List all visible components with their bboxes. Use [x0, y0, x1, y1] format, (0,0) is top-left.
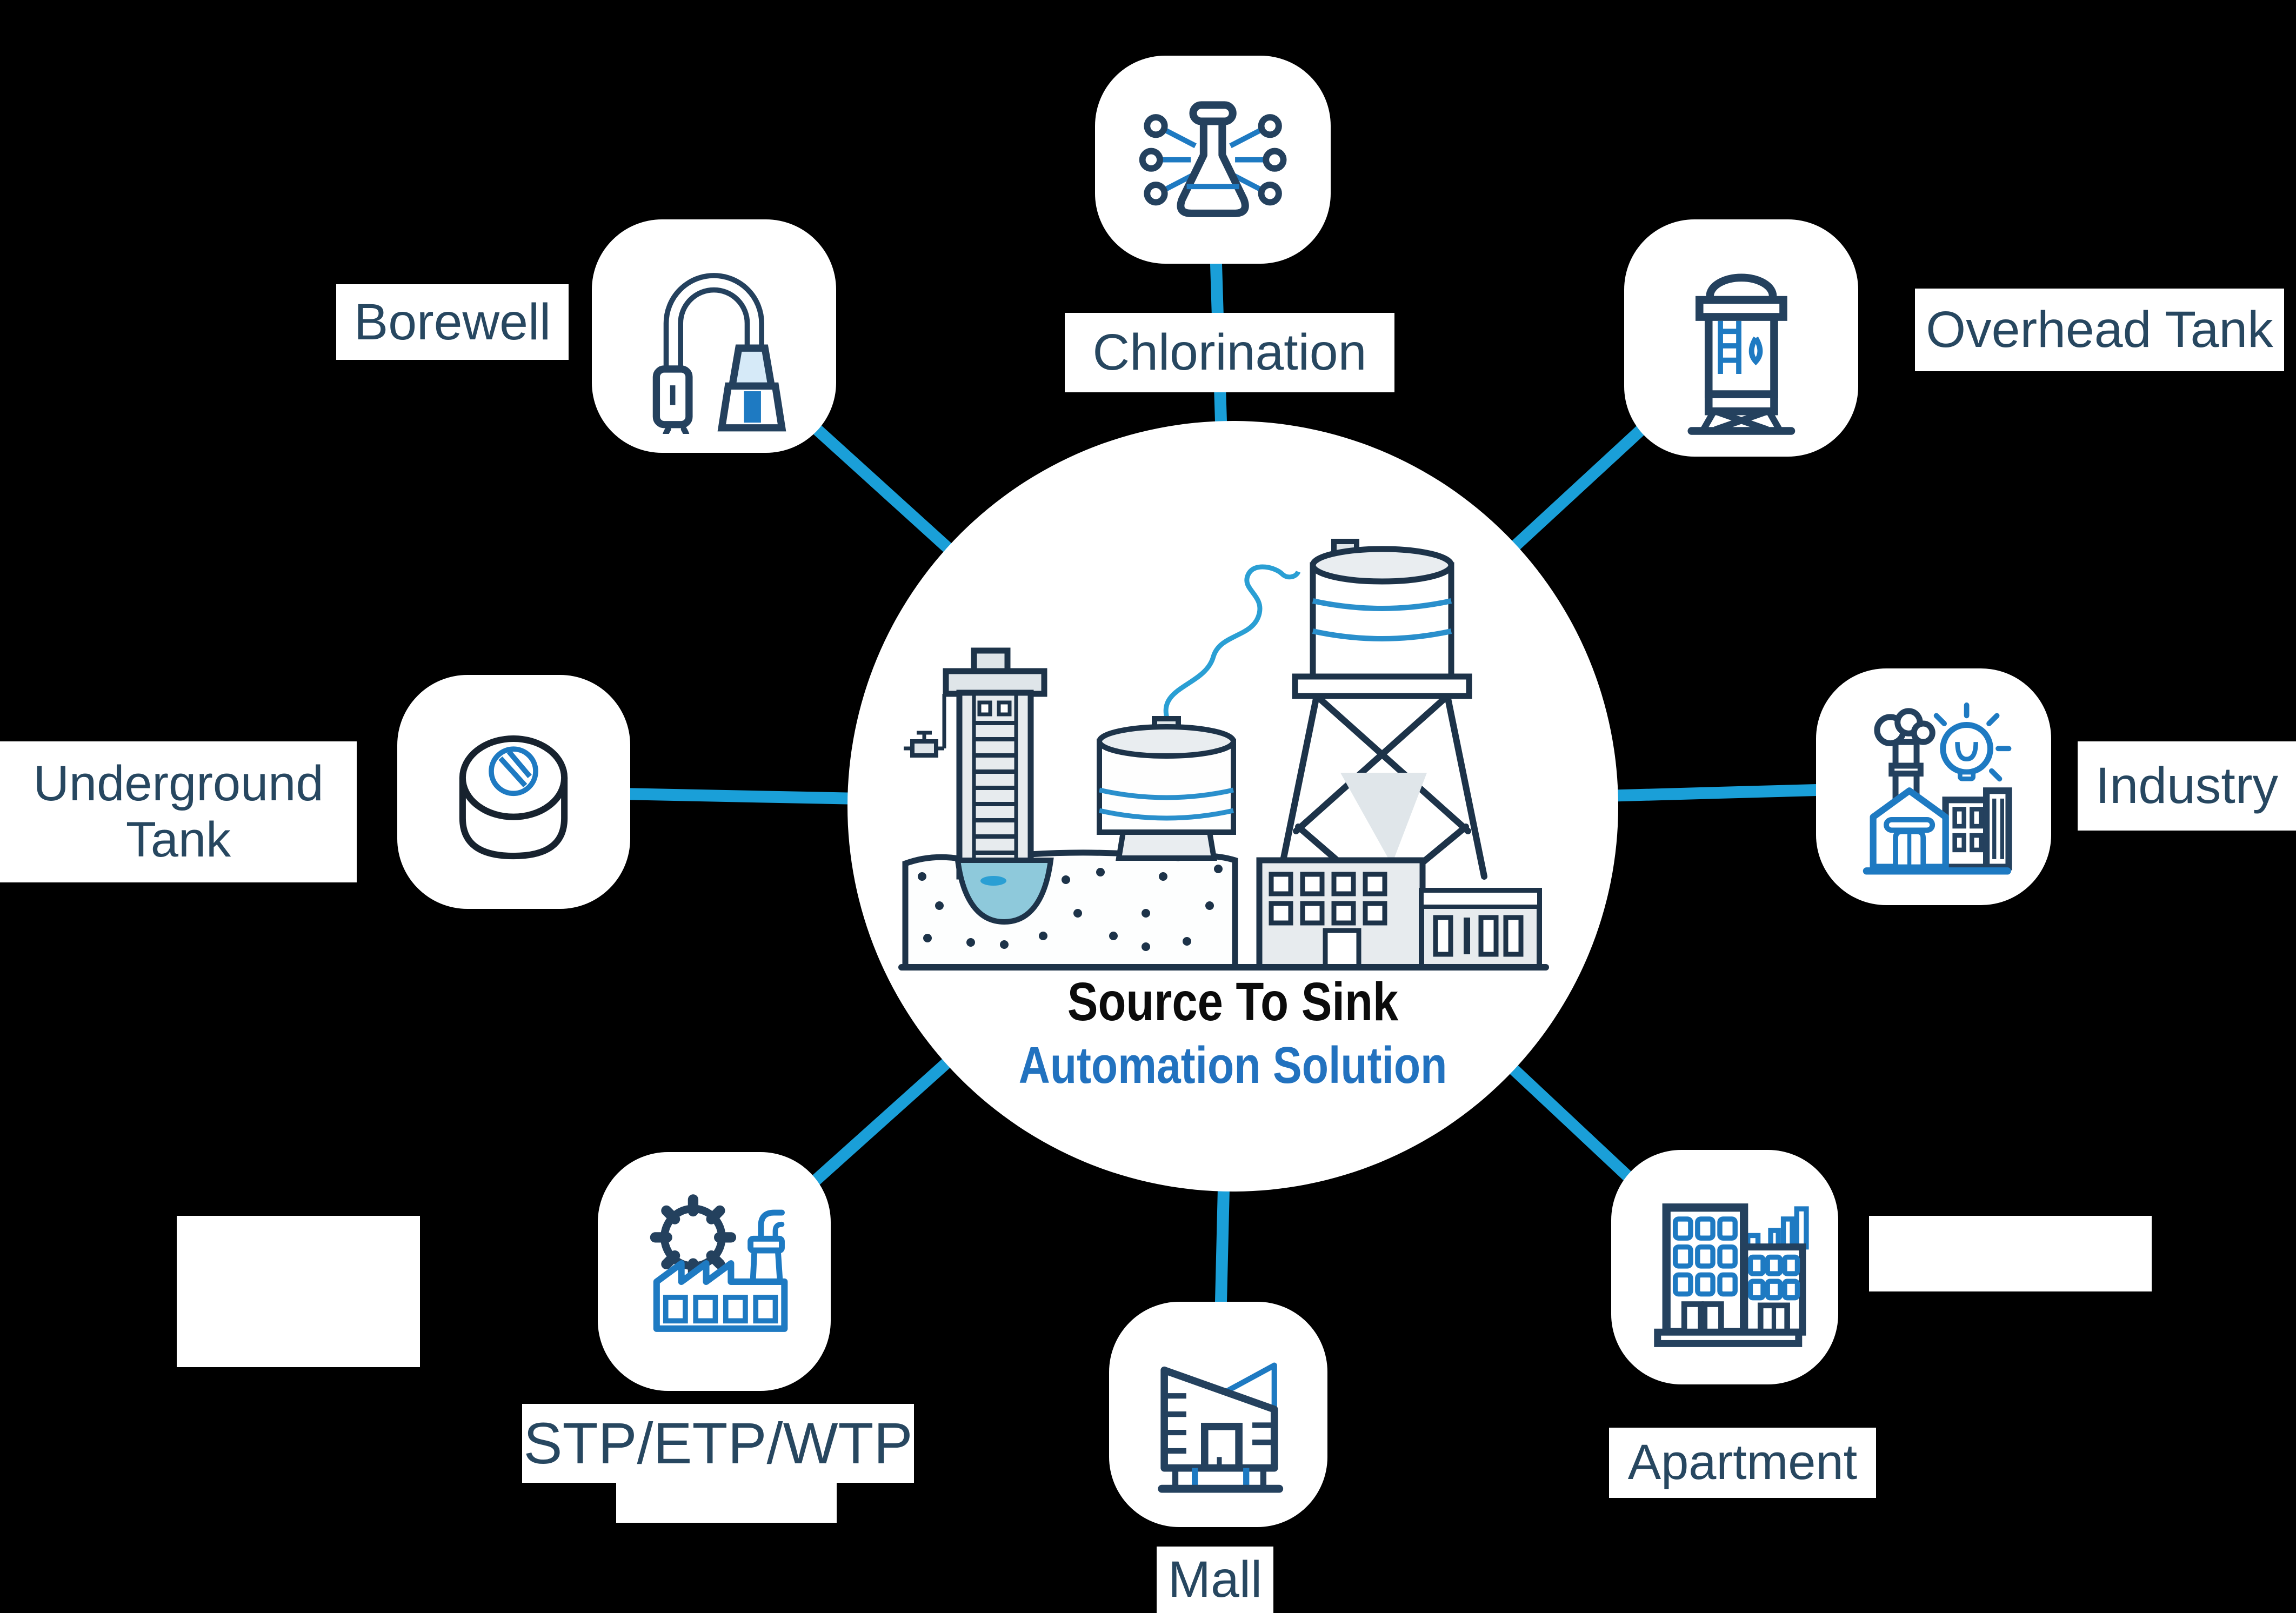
node-chlorination [1095, 56, 1331, 264]
mall-building-icon [1158, 1362, 1284, 1493]
node-industry [1816, 668, 2051, 905]
node-underground-tank [397, 675, 630, 909]
node-apartment [1611, 1150, 1838, 1384]
node-overhead-tank [1624, 219, 1858, 457]
borewell-pump-icon [652, 272, 786, 434]
center-subtitle: Automation Solution [1018, 1036, 1447, 1094]
industry-factory-icon [1863, 702, 2012, 875]
treatment-plant-icon [650, 1194, 788, 1333]
central-circle: Source To Sink Automation Solution [847, 421, 1618, 1192]
blank-label-box-left [177, 1216, 420, 1367]
label-borewell: Borewell [336, 284, 569, 360]
center-title: Source To Sink [1067, 972, 1399, 1032]
label-overhead-tank: Overhead Tank [1915, 289, 2284, 371]
plant-illustration [898, 539, 1549, 971]
apartment-buildings-icon [1653, 1203, 1809, 1347]
underground-tank-icon [459, 735, 568, 859]
label-stp-etp-wtp: STP/ETP/WTP [522, 1404, 914, 1483]
node-stp-etp-wtp [598, 1152, 831, 1391]
blank-label-box-right [1869, 1216, 2152, 1291]
blank-label-box-below-stp [616, 1479, 837, 1523]
chlorination-flask-icon [1139, 101, 1287, 217]
label-mall: Mall [1157, 1547, 1273, 1613]
label-apartment: Apartment [1609, 1428, 1876, 1498]
node-mall [1109, 1302, 1327, 1527]
label-underground-tank: Underground Tank [0, 741, 357, 882]
label-chlorination: Chlorination [1065, 313, 1394, 392]
node-borewell [592, 219, 836, 453]
label-industry: Industry [2078, 741, 2296, 831]
overhead-tank-icon [1687, 273, 1795, 435]
